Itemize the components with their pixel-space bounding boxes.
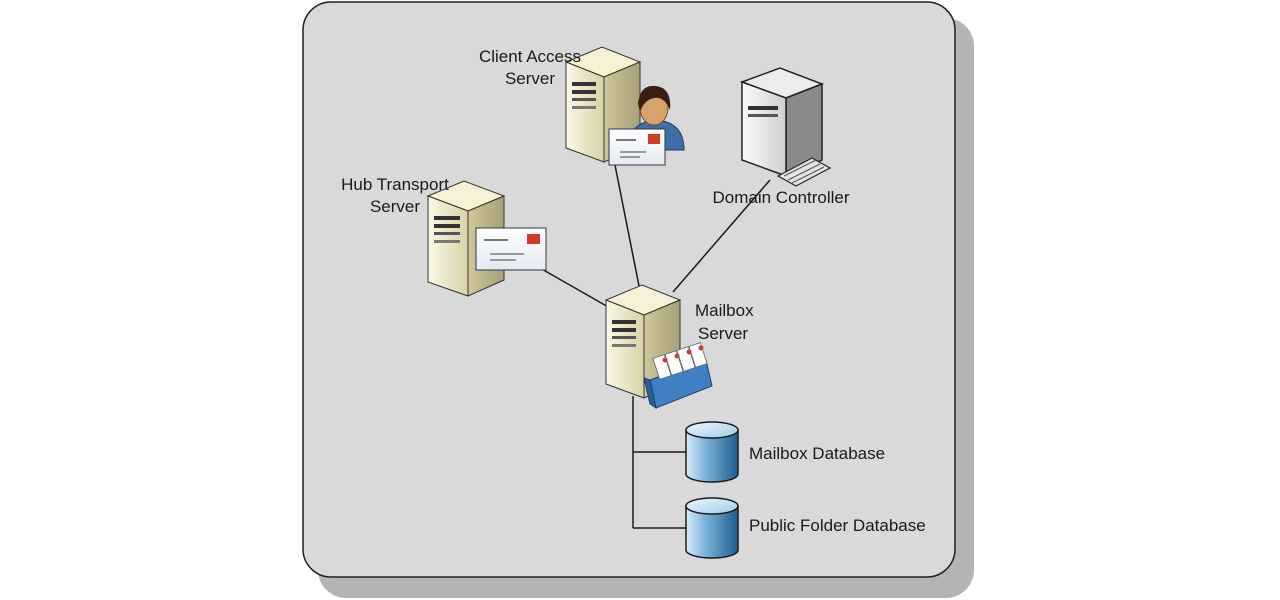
email-envelope-icon: [608, 128, 666, 166]
hub-transport-server-label: Hub Transport: [341, 175, 449, 194]
link-cas-to-mailbox: [613, 159, 642, 297]
client-access-server-label: Client Access: [479, 47, 581, 66]
public-folder-database-label: Public Folder Database: [749, 516, 926, 535]
domain-controller-icon: [739, 67, 832, 187]
client-access-server-label-line2: Server: [505, 69, 555, 88]
connection-lines: [539, 159, 771, 529]
domain-controller-label: Domain Controller: [713, 188, 850, 207]
mail-card-box-icon: [643, 342, 713, 410]
hub-transport-server-label-line2: Server: [370, 197, 420, 216]
mailbox-database-icon: [685, 421, 739, 483]
email-envelope-icon: [475, 227, 547, 271]
link-hub-to-mailbox: [539, 267, 611, 309]
mailbox-server-label-line2: Server: [698, 324, 748, 343]
mailbox-server-label: Mailbox: [695, 301, 754, 320]
mailbox-database-label: Mailbox Database: [749, 444, 885, 463]
public-folder-database-icon: [685, 497, 739, 559]
link-dc-to-mailbox: [672, 179, 771, 293]
